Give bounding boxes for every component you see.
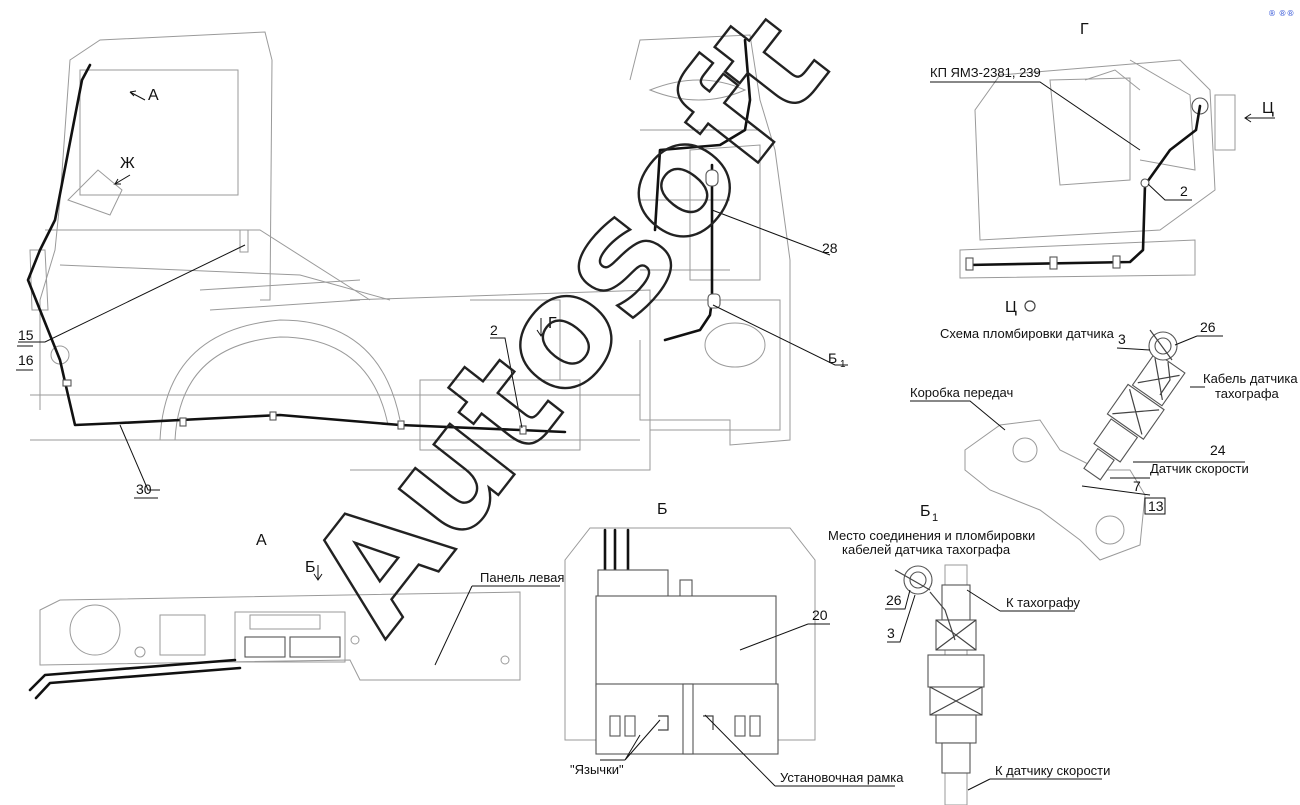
- view-b-title: Б: [657, 501, 668, 518]
- callout-24: 24: [1210, 442, 1226, 458]
- callout-b1-sub: 1: [840, 359, 846, 370]
- callout-7: 7: [1133, 478, 1141, 494]
- callout-2-g: 2: [1180, 183, 1188, 199]
- watermark: Autosoft ® ®®: [275, 0, 1295, 663]
- label-mount-frame: Установочная рамка: [780, 770, 904, 785]
- cab-interior-view: 28 Б 1: [629, 34, 848, 446]
- view-b1-joint: Б 1 Место соединения и пломбировки кабел…: [828, 503, 1110, 805]
- callout-13: 13: [1148, 498, 1164, 514]
- label-kp: КП ЯМЗ-2381, 239: [930, 65, 1041, 80]
- callout-3-b1: 3: [887, 625, 895, 641]
- callout-16: 16: [18, 352, 34, 368]
- view-a-title: А: [256, 532, 267, 549]
- arrow-b-label: Б: [305, 559, 316, 576]
- tacho-cable-interior: [653, 38, 752, 342]
- label-seal-scheme: Схема пломбировки датчика: [940, 326, 1115, 341]
- tacho-cable-panel: [28, 658, 242, 700]
- callout-28: 28: [822, 240, 838, 256]
- label-joint-1: Место соединения и пломбировки: [828, 528, 1035, 543]
- label-cable-sensor-1: Кабель датчика: [1203, 371, 1298, 386]
- label-speed-sensor: Датчик скорости: [1150, 461, 1249, 476]
- view-b-tachograph: Б 20 "Язычки" Установочная рамка: [564, 501, 904, 787]
- arrow-g-label: Г: [548, 315, 557, 332]
- sealing-scheme: Ц Схема пломбировки датчика Коробка пере…: [910, 299, 1298, 561]
- label-tongues: "Язычки": [570, 762, 624, 777]
- callout-b1: Б: [828, 350, 837, 366]
- callout-3-c: 3: [1118, 331, 1126, 347]
- arrow-a-label: А: [148, 87, 159, 104]
- arrow-zh-label: Ж: [120, 155, 135, 172]
- view-b1-sub: 1: [932, 512, 938, 524]
- view-g-gearbox: Г КП ЯМЗ-2381, 239 2 Ц: [930, 21, 1275, 279]
- callout-2-main: 2: [490, 322, 498, 338]
- view-c-title: Ц: [1005, 299, 1017, 316]
- label-left-panel: Панель левая: [480, 570, 564, 585]
- callout-20: 20: [812, 607, 828, 623]
- main-truck-view: А Ж Г 15 16 2 30: [16, 31, 651, 499]
- label-to-tacho: К тахографу: [1006, 595, 1081, 610]
- callout-26-c: 26: [1200, 319, 1216, 335]
- label-cable-sensor-2: тахографа: [1215, 386, 1280, 401]
- label-gearbox: Коробка передач: [910, 385, 1013, 400]
- watermark-corner: ® ®®: [1268, 9, 1295, 18]
- callout-15: 15: [18, 327, 34, 343]
- arrow-c-label: Ц: [1262, 100, 1274, 117]
- callout-30: 30: [136, 481, 152, 497]
- view-a-panel: А Б Панель левая: [28, 532, 564, 700]
- label-joint-2: кабелей датчика тахографа: [842, 542, 1011, 557]
- label-to-sensor: К датчику скорости: [995, 763, 1110, 778]
- callout-26-b1: 26: [886, 592, 902, 608]
- watermark-text: Autosoft: [276, 0, 861, 662]
- view-b1-title: Б: [920, 503, 931, 520]
- view-g-title: Г: [1080, 21, 1089, 38]
